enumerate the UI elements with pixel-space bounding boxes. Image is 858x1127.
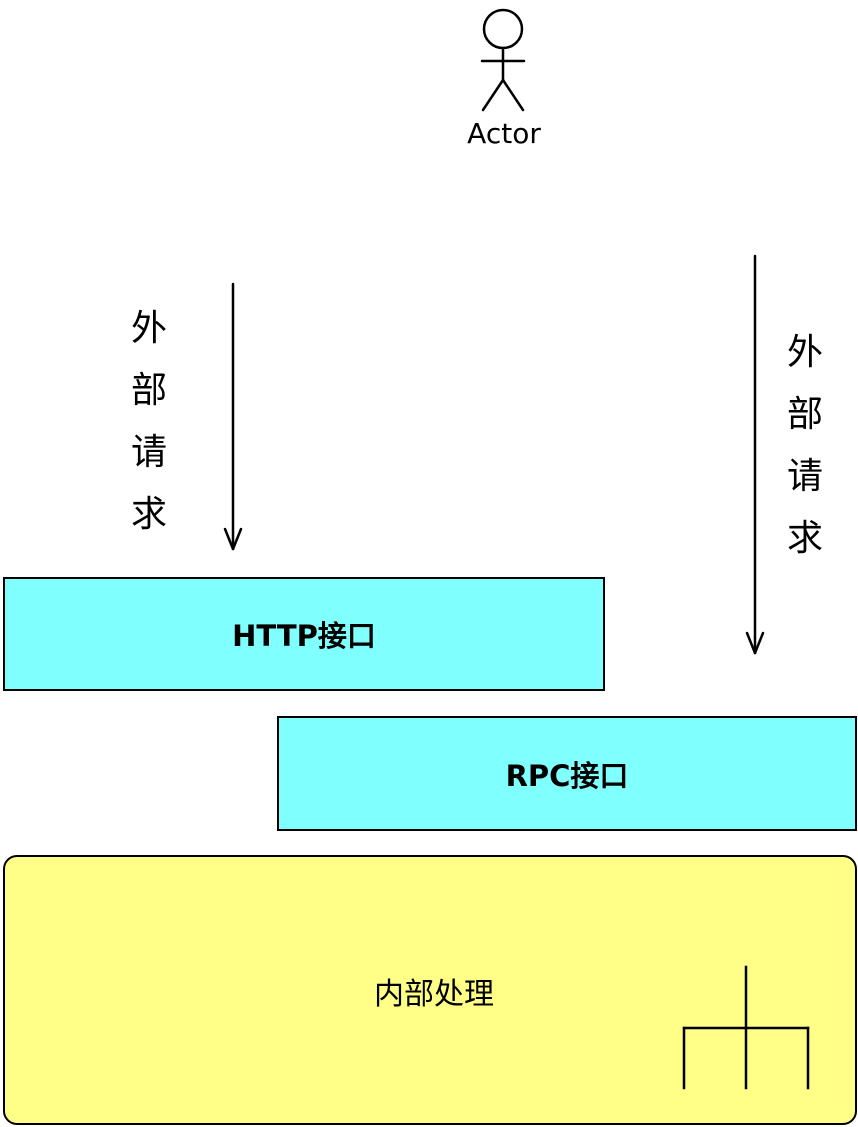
tree-structure-icon bbox=[682, 965, 810, 1090]
actor-head bbox=[482, 8, 524, 50]
internal-processing-box: 内部处理 bbox=[3, 855, 857, 1125]
rpc-interface-box: RPC接口 bbox=[277, 716, 857, 831]
right-request-label: 外部请求 bbox=[786, 332, 823, 559]
actor-left-leg bbox=[481, 78, 505, 112]
http-interface-label: HTTP接口 bbox=[232, 619, 376, 653]
rpc-interface-label: RPC接口 bbox=[505, 758, 629, 793]
left-request-label: 外部请求 bbox=[130, 308, 167, 535]
http-interface-box: HTTP接口 bbox=[3, 577, 605, 691]
internal-processing-label: 内部处理 bbox=[374, 977, 494, 1012]
actor-label: Actor bbox=[467, 117, 541, 150]
left-request-arrow bbox=[223, 282, 243, 551]
actor-right-leg bbox=[501, 78, 525, 112]
right-request-arrow bbox=[745, 254, 765, 655]
actor-icon bbox=[480, 8, 526, 112]
